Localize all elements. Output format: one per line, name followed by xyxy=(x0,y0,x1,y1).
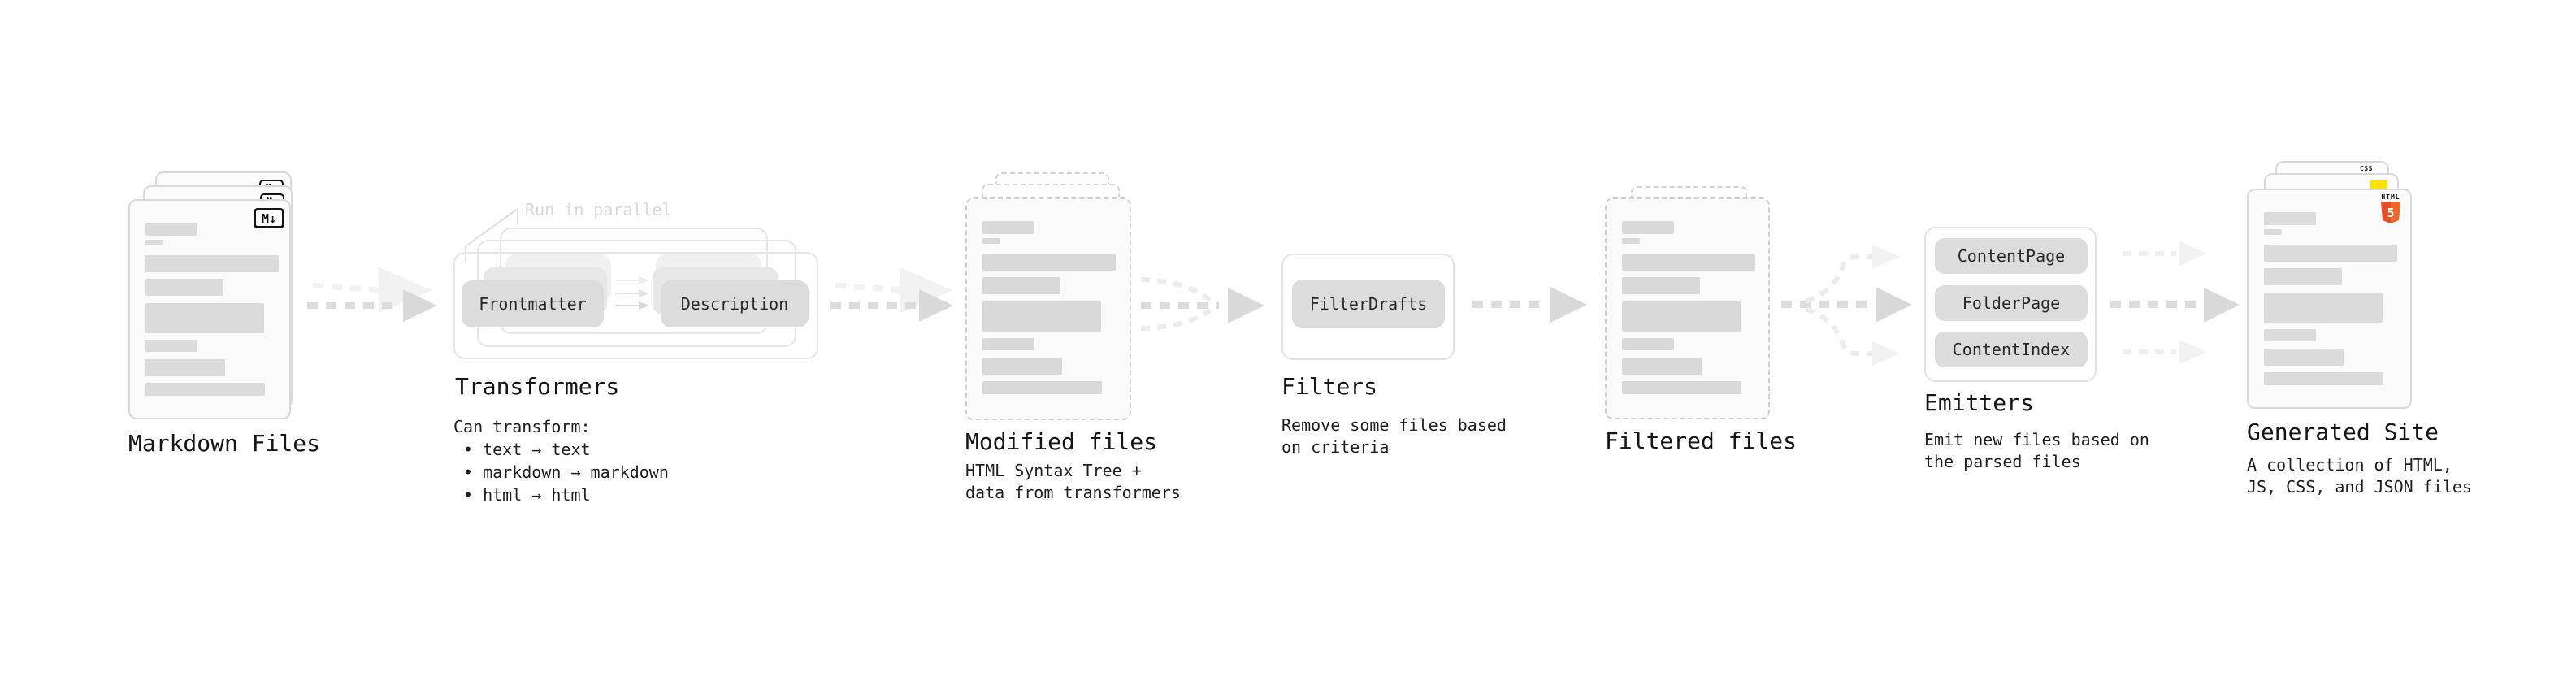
transformers-bullet: • markdown → markdown xyxy=(463,462,669,482)
transformer-layer-front xyxy=(453,252,818,359)
content-page-pill: ContentPage xyxy=(1935,238,2088,274)
content-index-pill: ContentIndex xyxy=(1935,332,2088,367)
arrow-markdown-to-transformers xyxy=(307,267,437,322)
run-in-parallel-note: Run in parallel xyxy=(525,200,672,219)
description-pill: Description xyxy=(661,280,809,327)
arrow-transformers-to-modified xyxy=(830,267,953,322)
modified-files-subtitle: HTML Syntax Tree + xyxy=(965,461,1142,480)
filtered-files-title: Filtered files xyxy=(1605,427,1798,454)
arrow-filtered-to-emitters-split xyxy=(1781,245,1912,366)
transformers-bullet: • text → text xyxy=(463,440,591,459)
modified-files-title: Modified files xyxy=(965,428,1158,455)
javascript-icon xyxy=(2370,180,2387,189)
file-card-front xyxy=(965,197,1131,420)
transformers-caption: Can transform: xyxy=(453,417,591,436)
file-card-front xyxy=(1605,197,1770,419)
emitters-subtitle: the parsed files xyxy=(1924,452,2081,471)
file-card-front: M↓ xyxy=(128,199,291,419)
markdown-files-title: Markdown Files xyxy=(128,430,321,457)
doc-skeleton xyxy=(2264,212,2397,385)
arrow-emitters-to-site xyxy=(2110,241,2240,364)
doc-skeleton xyxy=(145,223,279,396)
generated-site-subtitle: JS, CSS, and JSON files xyxy=(2247,477,2472,497)
filters-subtitle: on criteria xyxy=(1281,437,1390,457)
transformers-title: Transformers xyxy=(455,373,620,400)
folder-page-pill: FolderPage xyxy=(1935,285,2088,321)
file-card-front: HTML 5 xyxy=(2247,189,2412,409)
filters-subtitle: Remove some files based xyxy=(1281,415,1507,435)
emitters-title: Emitters xyxy=(1924,389,2034,416)
emitters-subtitle: Emit new files based on xyxy=(1924,430,2149,449)
generated-site-title: Generated Site xyxy=(2247,419,2439,445)
filters-title: Filters xyxy=(1281,373,1378,400)
filter-drafts-pill: FilterDrafts xyxy=(1292,280,1445,328)
markdown-icon: M↓ xyxy=(254,208,284,228)
modified-files-subtitle: data from transformers xyxy=(965,483,1181,502)
arrow-modified-to-filters-merge xyxy=(1140,277,1264,331)
arrow-filters-to-filtered xyxy=(1472,287,1587,323)
doc-skeleton xyxy=(982,221,1116,394)
doc-skeleton xyxy=(1622,221,1755,394)
transformers-bullet: • html → html xyxy=(463,485,591,505)
html5-icon: HTML 5 xyxy=(2381,193,2400,223)
generated-site-subtitle: A collection of HTML, xyxy=(2247,455,2452,475)
frontmatter-pill: Frontmatter xyxy=(462,280,604,327)
